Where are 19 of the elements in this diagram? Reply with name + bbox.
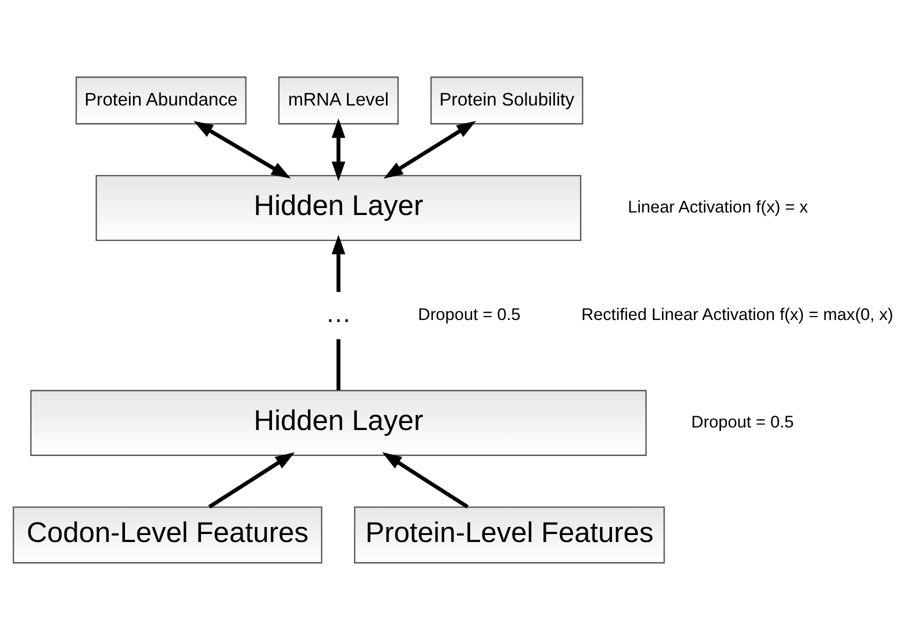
arrow bbox=[332, 118, 346, 181]
connector bbox=[336, 338, 340, 390]
label: Rectified Linear Activation f(x) = max(0, x) bbox=[581, 304, 894, 324]
node-box: Hidden Layer bbox=[96, 174, 582, 240]
arrow bbox=[382, 452, 469, 508]
label: Linear Activation f(x) = x bbox=[628, 196, 808, 216]
node-box: Protein Solubility bbox=[430, 76, 584, 124]
label: Dropout = 0.5 bbox=[418, 304, 520, 324]
node-box: Protein-Level Features bbox=[354, 506, 665, 563]
node-box: mRNA Level bbox=[278, 76, 399, 124]
node-box: Protein Abundance bbox=[76, 76, 247, 124]
arrow bbox=[332, 234, 346, 292]
arrow bbox=[384, 120, 476, 178]
node-box: Codon-Level Features bbox=[12, 506, 322, 563]
node-box: Hidden Layer bbox=[30, 389, 647, 456]
arrow bbox=[208, 452, 295, 508]
label: Dropout = 0.5 bbox=[691, 412, 794, 431]
arrow bbox=[194, 120, 291, 178]
node-text: … bbox=[326, 299, 352, 328]
